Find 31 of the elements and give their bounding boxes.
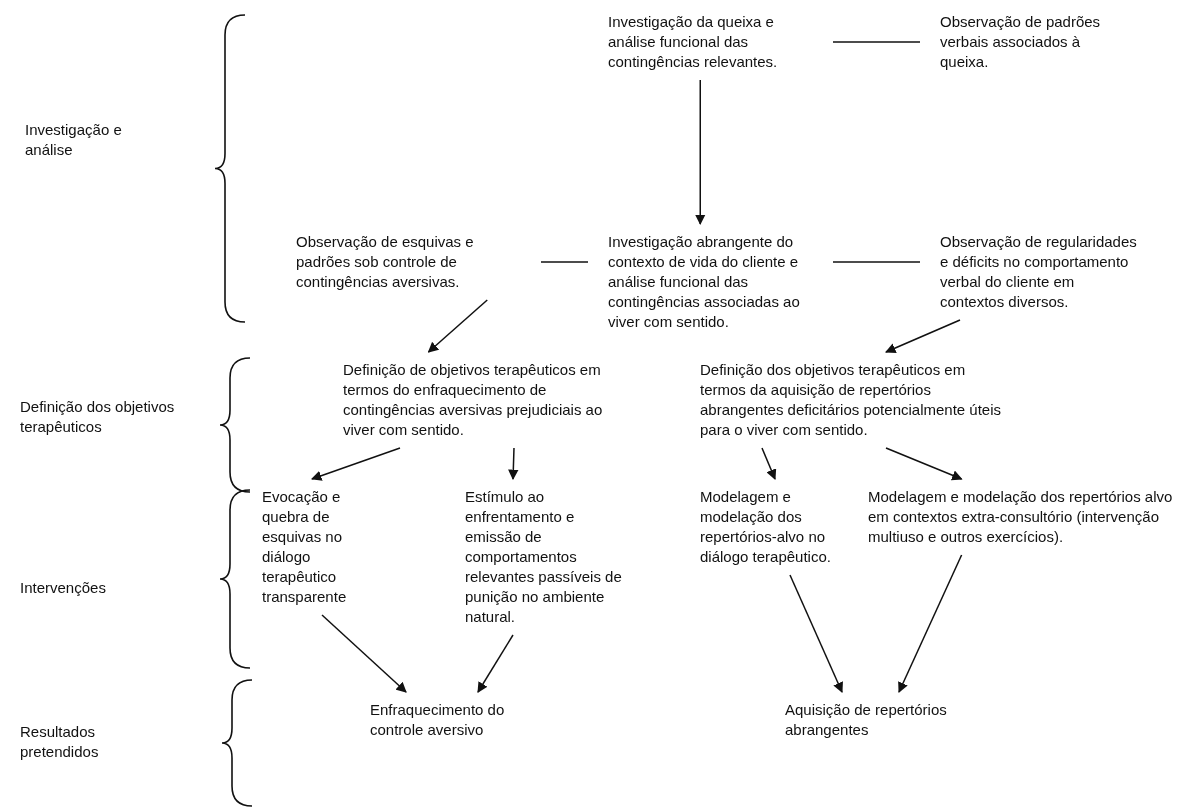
stage-label: Intervenções [20,578,107,598]
step-text: Enfraquecimento do controle aversivo [370,700,550,740]
step-text: Definição de objetivos terapêuticos em termos do enfraquecimento de contingências aversivas prejudiciais ao viver com sentido. [343,360,628,440]
step-text: Modelagem e modelação dos repertórios-alvo no diálogo terapêutico. [700,487,850,567]
step-text: Investigação abrangente do contexto de vida do cliente e análise funcional das contingências associadas ao viver com sentido. [608,232,813,332]
step-text: Observação de regularidades e déficits no comportamento verbal do cliente em contextos diversos. [940,232,1140,312]
arrow [508,447,519,481]
step-text: Investigação da queixa e análise funcional das contingências relevantes. [608,12,813,72]
step-text: Modelagem e modelação dos repertórios alvo em contextos extra-consultório (intervenção multiuso e outros exercícios). [868,487,1180,547]
step-text: Observação de padrões verbais associados à queixa. [940,12,1130,72]
arrow [321,614,407,693]
connector-line [832,41,921,43]
stage-label: Resultados pretendidos [20,722,100,762]
arrow [477,634,514,693]
arrow [789,574,843,693]
step-text: Estímulo ao enfrentamento e emissão de comportamentos relevantes passíveis de punição no ambiente natural. [465,487,625,627]
stage-label: Investigação e análise [25,120,123,160]
step-text: Evocação e quebra de esquivas no diálogo terapêutico transparente [262,487,362,607]
step-text: Aquisição de repertórios abrangentes [785,700,975,740]
arrow [311,447,401,481]
arrow [427,299,488,353]
arrow [761,447,777,480]
arrow [898,554,963,693]
arrow [885,319,961,354]
arrow [695,79,706,226]
connector-line [540,261,589,263]
step-text: Observação de esquivas e padrões sob controle de contingências aversivas. [296,232,521,292]
arrow [885,447,963,481]
step-text: Definição dos objetivos terapêuticos em termos da aquisição de repertórios abrangentes deficitários potencialmente úteis para o viver com sentido. [700,360,1010,440]
connector-line [832,261,921,263]
stage-label: Definição dos objetivos terapêuticos [20,397,176,437]
